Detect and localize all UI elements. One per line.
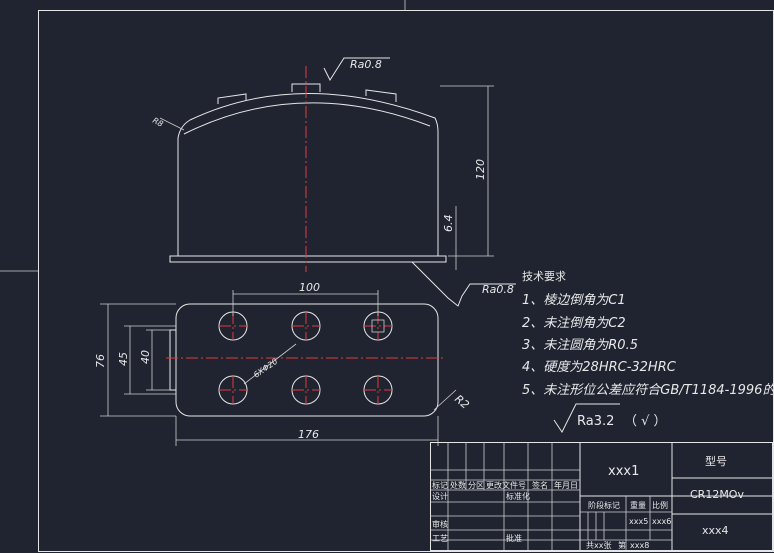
- drawing-frame: [38, 10, 774, 552]
- dim-r2: R2: [452, 392, 472, 411]
- dim-76: 76: [94, 354, 107, 368]
- front-lug-mid: [291, 83, 321, 92]
- tb-code: xxx4: [702, 524, 729, 537]
- top-view: 100 76 45 40 6XΦ20 R2 176: [94, 281, 472, 446]
- dim-120: 120: [474, 159, 487, 180]
- tb-col-date: 年月日: [554, 480, 578, 490]
- front-view: Ra0.8 R8 120 6.4 Ra0.8: [151, 57, 516, 307]
- tb-type-label: 型号: [705, 454, 727, 468]
- dim-6-4: 6.4: [442, 215, 455, 233]
- roughness-symbol-general: [553, 403, 620, 433]
- tb-drawing-no: xxx1: [608, 464, 639, 479]
- tb-sheet-value: xxx8: [630, 541, 649, 550]
- tb-row-process: 工艺: [432, 534, 448, 543]
- tech-heading: 技术要求: [522, 270, 566, 283]
- tb-row-standard: 标准化: [506, 491, 530, 501]
- tb-col-sign: 签名: [532, 480, 548, 490]
- tb-weight-label: 重量: [630, 500, 646, 510]
- dim-r8: R8: [151, 116, 165, 129]
- tech-item-4: 4、硬度为28HRC-32HRC: [522, 360, 677, 375]
- front-lug-left: [217, 93, 247, 104]
- roughness-symbol-side: [411, 261, 516, 307]
- front-base: [169, 255, 447, 263]
- dim-40: 40: [139, 350, 152, 364]
- front-lug-right: [365, 89, 397, 102]
- holes-leader: [243, 343, 297, 385]
- tb-row-design: 设计: [432, 491, 448, 501]
- hole-marker: [371, 319, 385, 333]
- roughness-symbol-top: [323, 57, 390, 82]
- tb-sheet-label: 第: [618, 540, 626, 550]
- tb-row-review: 审核: [432, 519, 448, 529]
- r8-leader: [159, 117, 185, 131]
- front-inner-arc: [183, 102, 431, 135]
- tb-weight-value: xxx5: [629, 517, 648, 526]
- dim-holes: 6XΦ20: [252, 357, 279, 380]
- dim-176: 176: [298, 428, 319, 441]
- tech-requirements: 技术要求 1、棱边倒角为C1 2、未注倒角为C2 3、未注圆角为R0.5 4、硬…: [522, 270, 774, 398]
- title-block: 标记 处数 分区 更改文件号 签名 年月日 设计 标准化 审核 工艺 批准 阶段…: [430, 442, 773, 551]
- roughness-mark: （ √ ）: [624, 414, 667, 429]
- tb-sheets: 共xx张: [586, 541, 611, 550]
- tech-item-2: 2、未注倒角为C2: [522, 316, 626, 331]
- front-outline: [177, 93, 439, 256]
- dim-ra08-top: Ra0.8: [350, 58, 382, 71]
- roughness-value: Ra3.2: [577, 414, 614, 429]
- tb-col-count: 处数: [450, 480, 466, 490]
- top-slot: [169, 329, 177, 391]
- r2-leader: [433, 389, 457, 411]
- hole-group: [218, 311, 393, 405]
- tb-col-mark: 标记: [432, 480, 448, 490]
- tb-col-change-doc: 更改文件号: [486, 480, 526, 490]
- tech-item-1: 1、棱边倒角为C1: [522, 293, 626, 308]
- top-plate-outline: [175, 303, 439, 417]
- dim-100: 100: [299, 281, 320, 294]
- dim-ra08-side: Ra0.8: [482, 283, 514, 296]
- tb-stage-label: 阶段标记: [588, 500, 620, 510]
- title-block-frame: [430, 442, 773, 551]
- tech-item-3: 3、未注圆角为R0.5: [522, 338, 638, 353]
- tb-col-zone: 分区: [468, 481, 484, 490]
- general-roughness: Ra3.2 （ √ ）: [553, 403, 667, 433]
- tb-material: CR12MOv: [690, 488, 744, 501]
- tb-row-approve: 批准: [506, 533, 522, 543]
- dim-45: 45: [117, 352, 130, 366]
- tech-item-5: 5、未注形位公差应符合GB/T1184-1996的规定: [522, 382, 774, 398]
- tb-scale-value: xxx6: [652, 517, 671, 526]
- tb-scale-label: 比例: [652, 500, 668, 510]
